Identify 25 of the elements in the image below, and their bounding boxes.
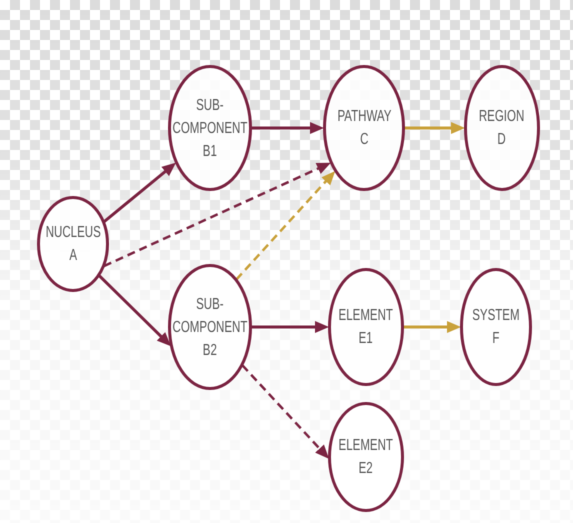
- ellipse-node: [464, 65, 540, 191]
- ellipse-node: [328, 268, 404, 386]
- node-label: REGION D: [479, 107, 525, 150]
- arrow: [403, 321, 461, 333]
- ellipse-node: [168, 264, 252, 390]
- ellipse-node: [323, 65, 405, 191]
- node-label: SYSTEM F: [472, 306, 520, 349]
- ellipse-node: [328, 402, 404, 512]
- dashed-arrow: [103, 162, 331, 268]
- node-label: ELEMENT E1: [338, 306, 394, 349]
- arrow: [404, 122, 465, 134]
- node-label: SUB- COMPONENT B2: [172, 294, 248, 360]
- dashed-arrow: [241, 364, 330, 459]
- node-label: PATHWAY C: [337, 107, 391, 150]
- ellipse-node: [460, 268, 532, 386]
- arrow: [102, 162, 176, 224]
- arrow: [98, 274, 171, 346]
- ellipse-node: [37, 196, 109, 292]
- node-label: SUB- COMPONENT B1: [172, 96, 248, 162]
- arrow: [251, 321, 329, 333]
- node-label: ELEMENT E2: [338, 436, 394, 479]
- arrow: [251, 122, 324, 134]
- ellipse-node: [168, 65, 252, 191]
- dashed-arrow: [235, 171, 336, 280]
- node-label: NUCLEUS A: [45, 223, 101, 266]
